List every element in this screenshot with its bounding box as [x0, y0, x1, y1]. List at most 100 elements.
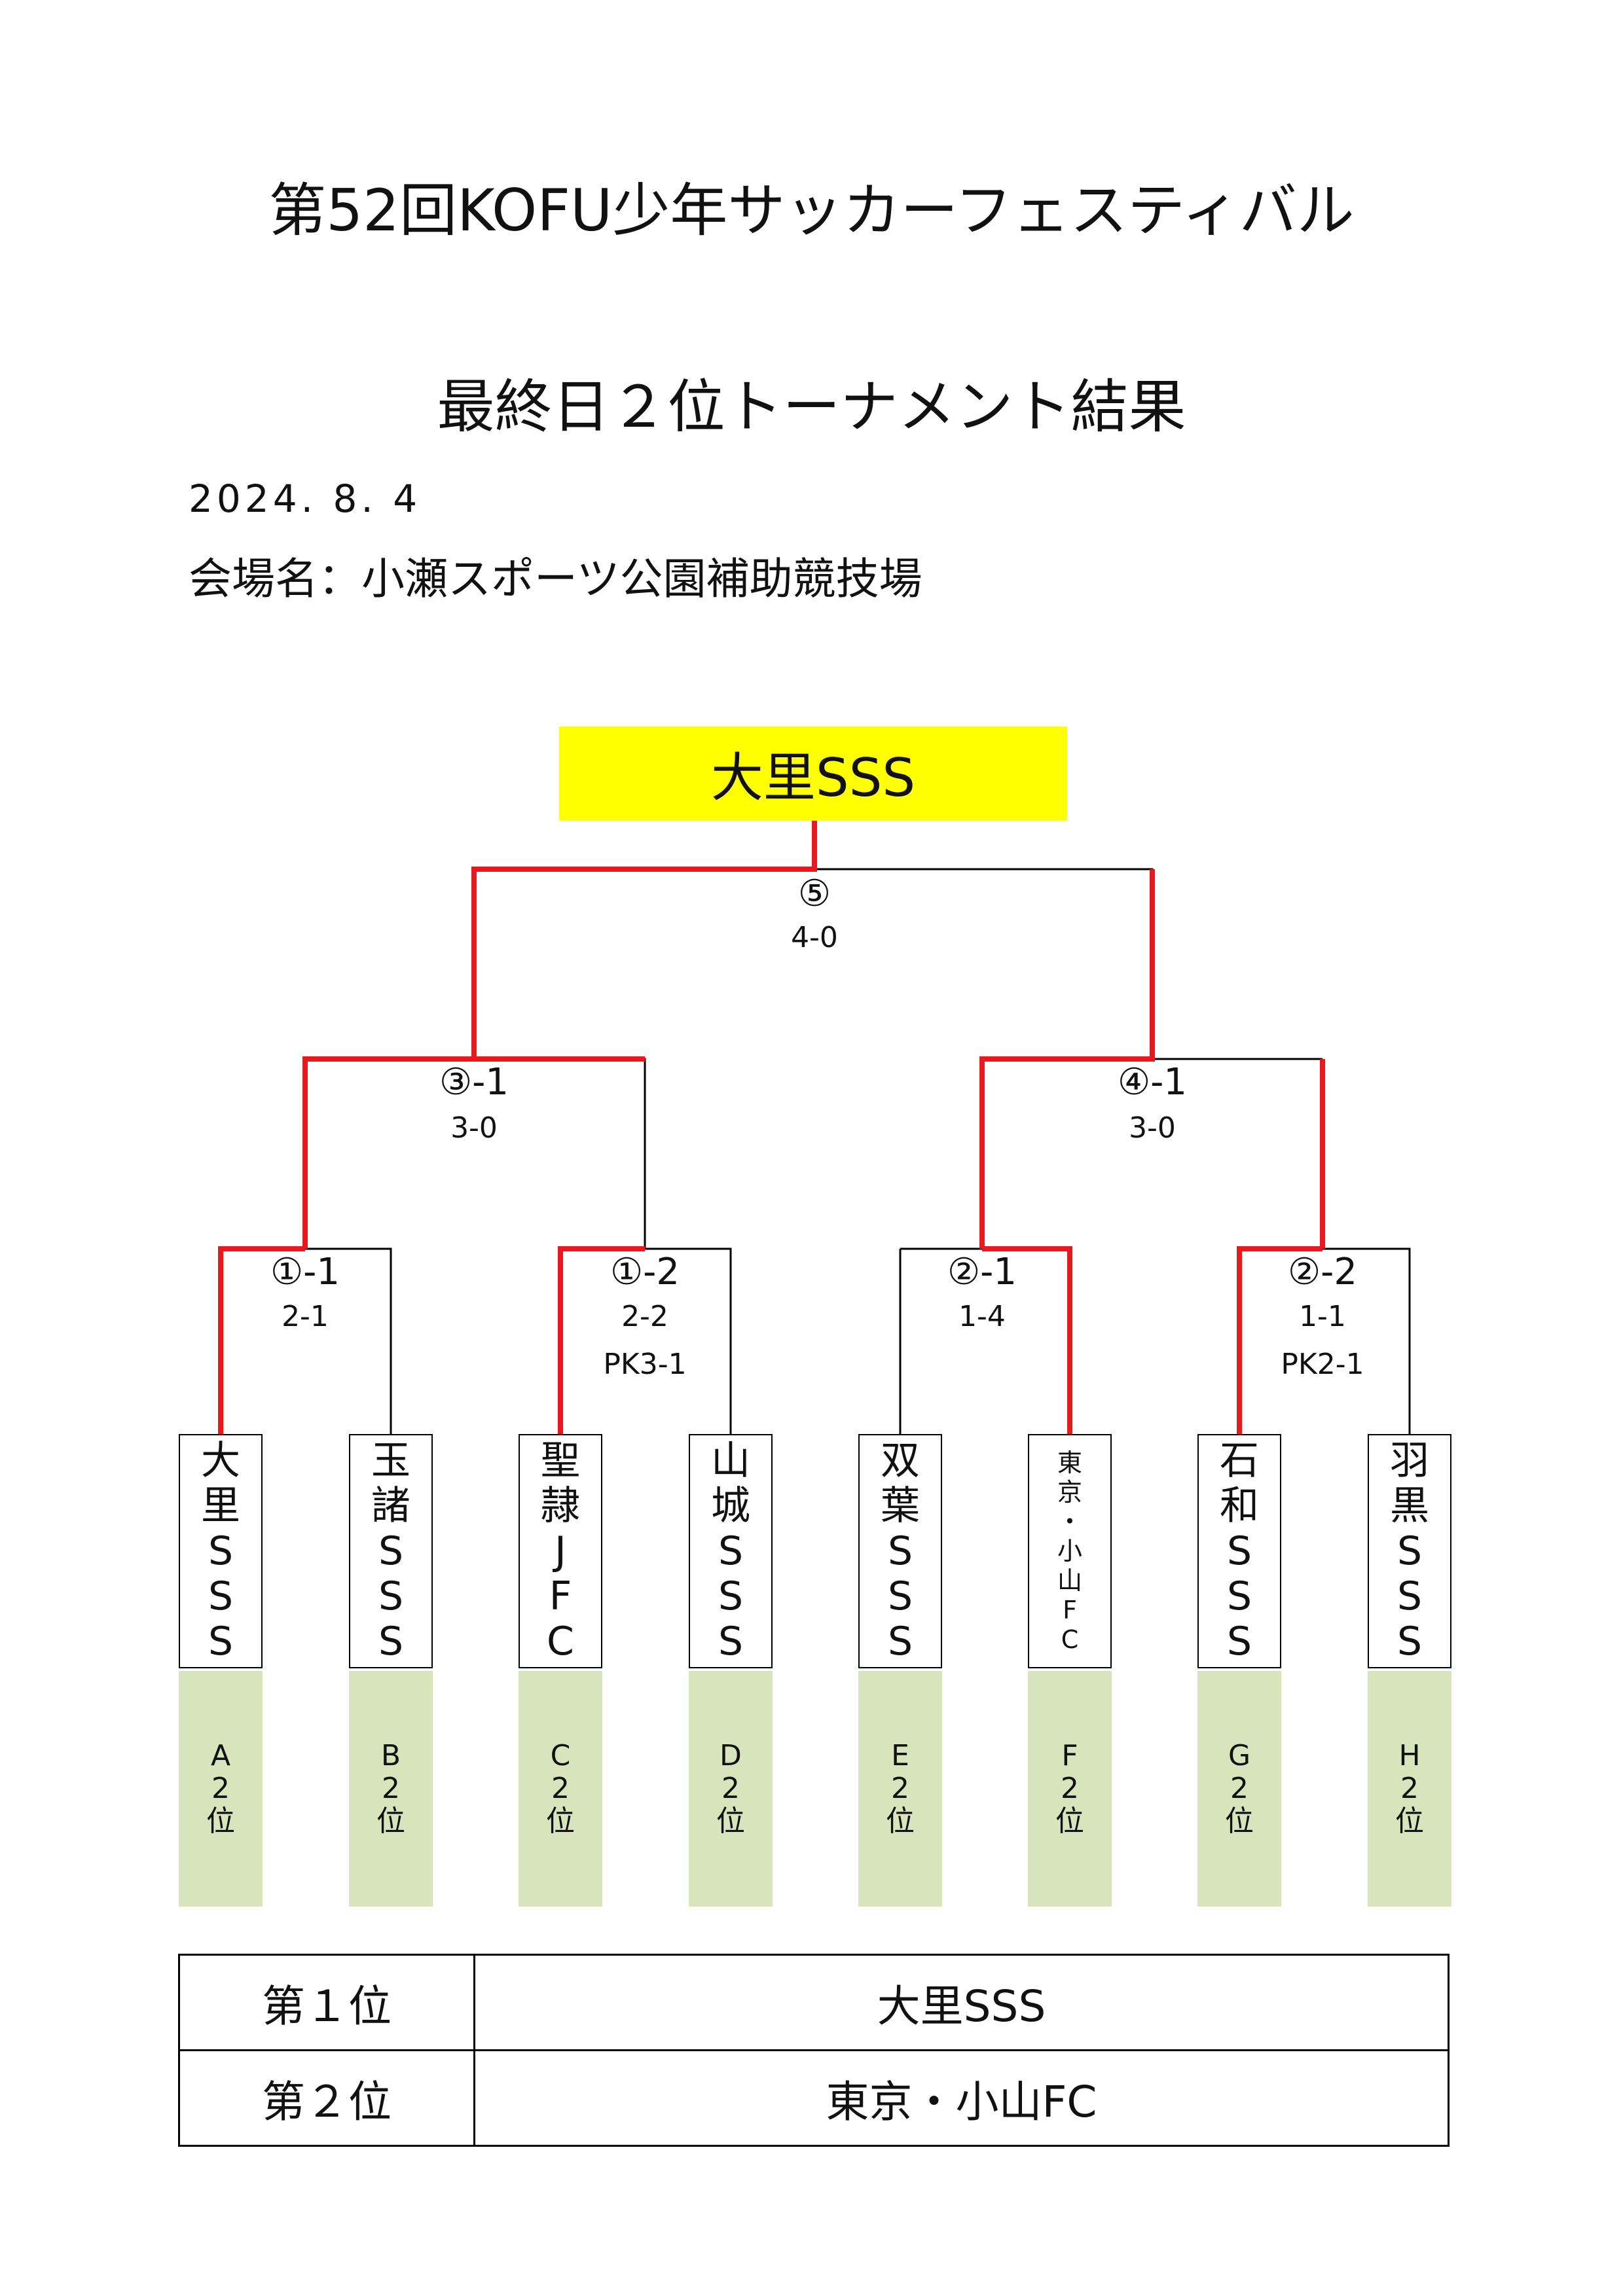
team-char: F — [549, 1573, 572, 1619]
team-char: S — [718, 1573, 744, 1619]
group-rank: C 2 位 — [519, 1671, 602, 1907]
rank-char: 位 — [376, 1804, 405, 1838]
result-team: 東京・小山FC — [473, 2049, 1450, 2147]
team-char: S — [208, 1618, 234, 1664]
match-id: ④-1 — [1117, 1061, 1188, 1103]
rank-char: B — [380, 1739, 401, 1772]
rank-char: A — [210, 1739, 231, 1772]
match-score: 4-0 — [791, 921, 838, 954]
group-rank: B 2 位 — [349, 1671, 433, 1907]
team-char: S — [718, 1528, 744, 1574]
team-char: C — [547, 1618, 574, 1664]
team-char: S — [378, 1573, 404, 1619]
team-char: 諸 — [371, 1482, 410, 1529]
rank-char: H — [1398, 1739, 1421, 1772]
team-char: 山 — [711, 1437, 750, 1484]
match-id: ③-1 — [439, 1061, 509, 1103]
event-date: 2024. 8. 4 — [189, 476, 422, 521]
match-id: ⑤ — [797, 872, 831, 915]
team-char: S — [1396, 1618, 1423, 1664]
team-box: 大 里 S S S — [179, 1434, 263, 1668]
winner-line — [558, 1246, 645, 1434]
rank-char: 位 — [1395, 1804, 1424, 1838]
result-place: 第２位 — [178, 2049, 475, 2147]
team-box: 山 城 S S S — [689, 1434, 773, 1668]
winner-line — [979, 869, 1155, 1249]
team-char: S — [887, 1528, 913, 1574]
group-rank: H 2 位 — [1368, 1671, 1451, 1907]
group-rank: G 2 位 — [1197, 1671, 1281, 1907]
team-char: 黒 — [1390, 1482, 1429, 1529]
match-id: ①-2 — [610, 1251, 680, 1293]
result-team: 大里SSS — [473, 1954, 1450, 2051]
team-box: 双 葉 S S S — [858, 1434, 942, 1668]
group-rank: D 2 位 — [689, 1671, 773, 1907]
team-char: 里 — [201, 1482, 240, 1529]
match-pk: PK3-1 — [603, 1348, 687, 1381]
match-score: 1-1 — [1299, 1300, 1346, 1333]
rank-char: G — [1228, 1739, 1251, 1772]
team-box: 石 和 S S S — [1197, 1434, 1281, 1668]
winner-line — [218, 1246, 305, 1434]
team-char: S — [1226, 1618, 1252, 1664]
result-place: 第１位 — [178, 1954, 475, 2051]
team-char: F — [1063, 1595, 1077, 1624]
rank-char: 位 — [1225, 1804, 1254, 1838]
group-rank: E 2 位 — [858, 1671, 942, 1907]
team-box: 羽 黒 S S S — [1368, 1434, 1451, 1668]
rank-char: 位 — [546, 1804, 575, 1838]
team-char: S — [887, 1573, 913, 1619]
team-char: 城 — [711, 1482, 750, 1529]
team-char: 羽 — [1390, 1437, 1429, 1484]
champion-name: 大里SSS — [710, 747, 916, 808]
team-char: 京 — [1057, 1477, 1082, 1507]
team-char: 双 — [881, 1437, 920, 1484]
rank-char: 2 — [551, 1772, 570, 1805]
match-score: 2-2 — [621, 1300, 668, 1333]
rank-char: D — [720, 1739, 742, 1772]
team-char: 東 — [1057, 1448, 1082, 1477]
team-char: 小 — [1057, 1536, 1082, 1566]
rank-char: 2 — [721, 1772, 740, 1805]
team-char: J — [555, 1528, 566, 1574]
rank-char: 位 — [716, 1804, 745, 1838]
team-char: S — [378, 1528, 404, 1574]
rank-char: 位 — [206, 1804, 235, 1838]
match-id: ②-2 — [1287, 1251, 1358, 1293]
results-table: 第１位 大里SSS 第２位 東京・小山FC — [178, 1954, 1450, 2147]
team-char: S — [1396, 1573, 1423, 1619]
group-rank: A 2 位 — [179, 1671, 263, 1907]
rank-char: 2 — [1400, 1772, 1419, 1805]
rank-char: 2 — [1230, 1772, 1249, 1805]
match-score: 1-4 — [958, 1300, 1006, 1333]
match-id: ②-1 — [947, 1251, 1017, 1293]
team-box: 玉 諸 S S S — [349, 1434, 433, 1668]
team-char: S — [208, 1528, 234, 1574]
match-score: 3-0 — [450, 1111, 498, 1145]
team-char: S — [208, 1573, 234, 1619]
match-score: 2-1 — [282, 1300, 329, 1333]
winner-line — [1237, 1246, 1322, 1434]
winner-line — [982, 1246, 1072, 1434]
table-row: 第２位 東京・小山FC — [178, 2049, 1450, 2147]
page-title: 第52回KOFU少年サッカーフェスティバル — [268, 177, 1355, 244]
team-char: 石 — [1220, 1437, 1259, 1484]
team-char: S — [1396, 1528, 1423, 1574]
team-char: 玉 — [371, 1437, 410, 1484]
rank-char: E — [891, 1739, 909, 1772]
team-box: 聖 隷 J F C — [519, 1434, 602, 1668]
rank-char: 位 — [886, 1804, 915, 1838]
team-char: 隷 — [541, 1482, 580, 1529]
group-rank: F 2 位 — [1028, 1671, 1112, 1907]
match-id: ①-1 — [270, 1251, 340, 1293]
team-char: S — [1226, 1528, 1252, 1574]
rank-char: 2 — [382, 1772, 400, 1805]
team-char: 山 — [1057, 1566, 1082, 1595]
team-char: S — [378, 1618, 404, 1664]
team-char: S — [1226, 1573, 1252, 1619]
team-char: 葉 — [881, 1482, 920, 1529]
team-char: C — [1061, 1624, 1079, 1654]
champion-box: 大里SSS — [559, 726, 1067, 821]
match-score: 3-0 — [1129, 1111, 1176, 1145]
